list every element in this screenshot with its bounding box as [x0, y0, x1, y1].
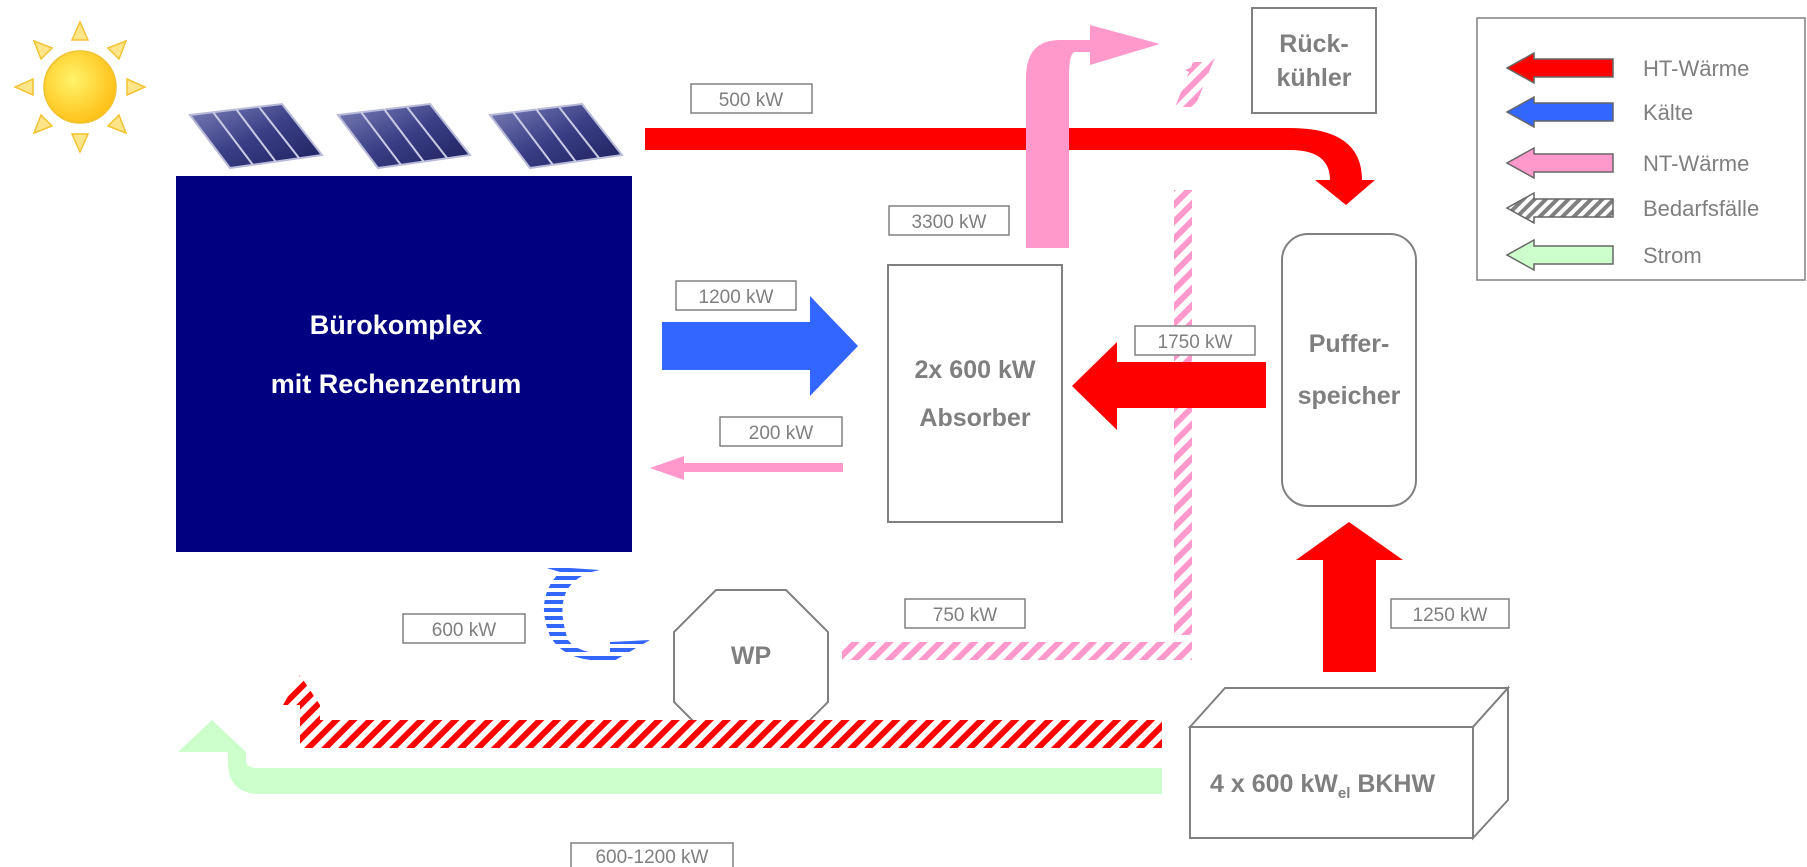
solar-panel-icon: [336, 102, 472, 170]
svg-text:1200 kW: 1200 kW: [699, 287, 774, 308]
flow-label-chp-to-buffer: 1250 kW: [1390, 598, 1510, 629]
flow-label-buffer-to-absorber: 1750 kW: [1134, 325, 1256, 356]
heatpump-label: WP: [731, 642, 771, 670]
absorber-label-line1: 2x 600 kW: [915, 356, 1036, 384]
buffer-to-absorber-arrow: [1072, 342, 1266, 430]
legend-item: Kälte: [1505, 95, 1693, 129]
legend-arrow-icon: [1505, 238, 1614, 272]
legend-item: HT-Wärme: [1505, 51, 1749, 85]
flow-label-electricity: 600-1200 kW: [570, 842, 734, 867]
sun-icon: [13, 20, 147, 154]
legend-arrow-icon: [1505, 191, 1614, 225]
flow-label-lowtemp-return: 200 kW: [719, 416, 843, 447]
legend-label: NT-Wärme: [1643, 151, 1749, 176]
svg-text:1250 kW: 1250 kW: [1413, 605, 1488, 626]
solar-panel-icon: [488, 102, 624, 170]
heatpump-cold-arrow: [540, 566, 650, 662]
legend-label: Kälte: [1643, 100, 1693, 125]
cold-arrow: [662, 296, 858, 396]
legend-item: Strom: [1505, 238, 1702, 272]
svg-text:3300 kW: 3300 kW: [912, 212, 987, 233]
legend-label: Bedarfsfälle: [1643, 196, 1759, 221]
lowtemp-return-arrow: [650, 456, 843, 480]
lowtemp-demand-line: [842, 58, 1215, 660]
svg-text:500 kW: 500 kW: [719, 90, 783, 111]
office-label-line2: mit Rechenzentrum: [271, 369, 522, 399]
legend-arrow-icon: [1505, 95, 1614, 129]
chp-label: 4 x 600 kWel BKHW: [1210, 770, 1435, 802]
flow-label-solar: 500 kW: [690, 83, 813, 114]
cooling-tower-arrow-lower: [1026, 160, 1069, 248]
legend-label: HT-Wärme: [1643, 56, 1749, 81]
legend-label: Strom: [1643, 243, 1702, 268]
recooler-box: [1251, 7, 1377, 114]
legend-item: NT-Wärme: [1505, 146, 1749, 180]
heat-demand-arrow: [283, 675, 1162, 748]
solar-heat-arrow: [645, 128, 1375, 205]
buffer-tank: [1281, 233, 1417, 507]
chp-unit: [1187, 685, 1511, 841]
svg-text:600 kW: 600 kW: [432, 620, 496, 641]
legend-arrow-icon: [1505, 146, 1614, 180]
flow-label-heatpump-out: 600 kW: [402, 613, 526, 644]
office-building: [176, 176, 632, 552]
office-label-line1: Bürokomplex: [310, 310, 483, 340]
buffer-label-line1: Puffer-: [1309, 330, 1390, 358]
chp-to-buffer-arrow: [1296, 522, 1403, 672]
svg-text:600-1200 kW: 600-1200 kW: [595, 847, 708, 867]
electricity-arrow: [178, 720, 1162, 794]
absorber-box: [887, 264, 1063, 523]
recooler-label-line1: Rück-: [1279, 30, 1348, 58]
legend-arrow-icon: [1505, 51, 1614, 85]
flow-label-cold: 1200 kW: [675, 280, 797, 311]
flow-label-heatpump-in: 750 kW: [904, 598, 1026, 629]
flow-label-cooling-tower: 3300 kW: [888, 205, 1010, 236]
svg-text:1750 kW: 1750 kW: [1158, 332, 1233, 353]
legend-item: Bedarfsfälle: [1505, 191, 1759, 225]
buffer-label-line2: speicher: [1298, 382, 1401, 410]
solar-panel-icon: [188, 102, 324, 170]
recooler-label-line2: kühler: [1276, 64, 1351, 92]
absorber-label-line2: Absorber: [919, 404, 1030, 432]
svg-text:750 kW: 750 kW: [933, 605, 997, 626]
svg-text:200 kW: 200 kW: [749, 423, 813, 444]
